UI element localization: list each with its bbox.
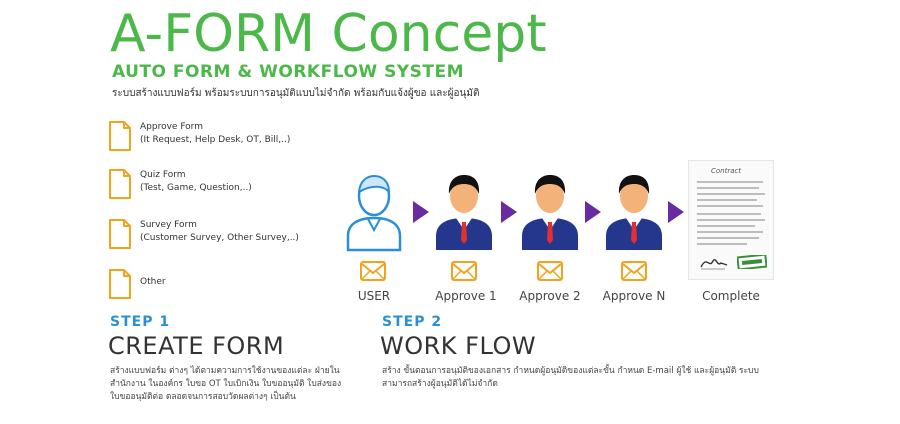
form-item-survey: Survey Form (Customer Survey, Other Surv… <box>108 218 348 252</box>
email-icon <box>621 261 647 281</box>
node-label-approve-1: Approve 1 <box>435 289 497 303</box>
form-item-quiz: Quiz Form (Test, Game, Question,..) <box>108 168 348 202</box>
approved-stamp-icon <box>737 255 767 269</box>
node-label-approve-2: Approve 2 <box>519 289 581 303</box>
form-title: Approve Form <box>140 122 203 132</box>
form-subtitle: (Test, Game, Question,..) <box>140 183 252 193</box>
document-icon <box>109 269 131 299</box>
email-icon <box>537 261 563 281</box>
completed-document: Contract <box>688 160 774 280</box>
node-label-complete: Complete <box>702 289 760 303</box>
form-item-other: Other <box>108 268 348 302</box>
form-subtitle: (It Request, Help Desk, OT, Bill,..) <box>140 135 291 145</box>
approver-icon <box>522 175 578 250</box>
flow-arrow-icon <box>585 201 601 223</box>
page-title: A-FORM Concept <box>110 4 547 64</box>
node-label-user: USER <box>357 289 391 303</box>
email-icon <box>451 261 477 281</box>
approver-icon <box>606 175 662 250</box>
step-2-heading: WORK FLOW <box>380 332 537 360</box>
user-icon <box>346 174 402 252</box>
step-1-label: STEP 1 <box>110 314 171 330</box>
email-icon <box>360 261 386 281</box>
approver-icon <box>436 175 492 250</box>
signature-icon <box>700 259 728 270</box>
document-icon <box>109 169 131 199</box>
step-1-description: สร้างแบบฟอร์ม ต่างๆ ได้ตามความการใช้งานข… <box>110 366 342 402</box>
form-item-approve: Approve Form (It Request, Help Desk, OT,… <box>108 120 348 154</box>
node-label-approve-n: Approve N <box>602 289 666 303</box>
document-icon <box>109 121 131 151</box>
page-tagline: ระบบสร้างแบบฟอร์ม พร้อมระบบการอนุมัติแบบ… <box>112 88 480 99</box>
step-2-label: STEP 2 <box>382 314 443 330</box>
form-title: Quiz Form <box>140 170 186 180</box>
contract-heading: Contract <box>711 167 742 175</box>
step-1-heading: CREATE FORM <box>108 332 285 360</box>
form-subtitle: (Customer Survey, Other Survey,..) <box>140 233 299 243</box>
form-title: Other <box>140 277 166 287</box>
flow-arrow-icon <box>501 201 517 223</box>
flow-arrow-icon <box>668 201 684 223</box>
form-title: Survey Form <box>140 220 197 230</box>
document-icon <box>109 219 131 249</box>
page-subtitle: AUTO FORM & WORKFLOW SYSTEM <box>112 62 464 82</box>
flow-arrow-icon <box>413 201 429 223</box>
step-2-description: สร้าง ขั้นตอนการอนุมัติของเอกสาร กำหนดผู… <box>382 366 759 389</box>
